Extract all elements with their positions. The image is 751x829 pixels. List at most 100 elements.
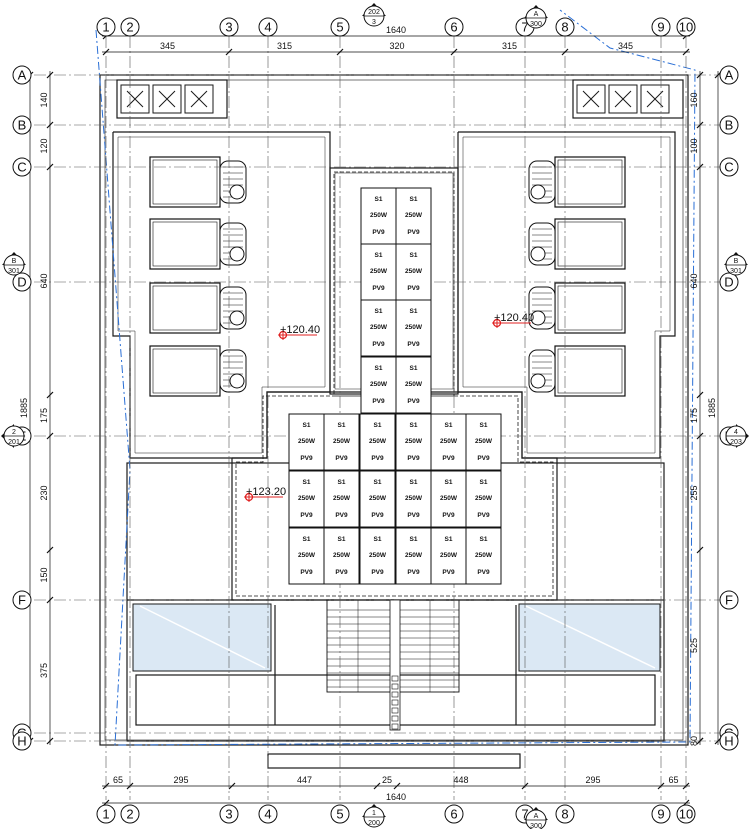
right-seg-dim-tick — [696, 546, 704, 554]
hvac-inner — [152, 221, 218, 267]
bottom-seg-dim-label: 447 — [297, 775, 312, 785]
solar-panel-frame — [359, 470, 396, 528]
solar-panel-frame — [395, 299, 432, 357]
hvac-unit — [528, 345, 626, 397]
section-sheet: 301 — [8, 268, 20, 275]
bubble-circle — [555, 804, 575, 824]
grid-label-col: 1 — [102, 20, 109, 35]
section-number: 1 — [372, 810, 376, 817]
grid-bubble-col-4: 4 — [258, 804, 278, 824]
level-marker: +120.40 — [278, 324, 320, 340]
solar-panel-type: PV9 — [407, 285, 420, 292]
grid-label-row: H — [17, 734, 26, 749]
section-sheet: 200 — [368, 820, 380, 827]
solar-panel-code: S1 — [445, 422, 453, 429]
grid-bubble-row-D: D — [12, 272, 32, 292]
hvac-body — [149, 218, 221, 270]
hvac-inner — [557, 285, 623, 331]
right-seg-dim-label: 525 — [689, 638, 699, 653]
solar-panel-type: PV9 — [407, 455, 420, 462]
bubble-circle — [258, 804, 278, 824]
level-value: +120.40 — [280, 324, 320, 336]
solar-panel-power: 250W — [333, 495, 351, 502]
solar-panel-power: 250W — [440, 495, 458, 502]
level-markers: +120.40+120.40+123.20 — [244, 312, 534, 502]
bubble-circle — [719, 731, 739, 751]
bottom-seg-dim-label: 65 — [113, 775, 123, 785]
grid-bubble-col-10: 10 — [676, 804, 696, 824]
section-sheet: 203 — [730, 439, 742, 446]
bubble-circle — [12, 272, 32, 292]
solar-panel-power: 250W — [333, 438, 351, 445]
bubble-circle — [330, 17, 350, 37]
grid-label-row: C — [724, 160, 733, 175]
solar-panel-code: S1 — [375, 308, 383, 315]
grid-bubble-col-2: 2 — [120, 17, 140, 37]
solar-panel-type: PV9 — [442, 512, 455, 519]
top-seg-dim-tick — [450, 48, 458, 56]
solar-panel-power: 250W — [440, 438, 458, 445]
grid-bubble-row-H: H — [12, 731, 32, 751]
stair-step-marker — [391, 683, 399, 690]
hvac-body — [554, 156, 626, 208]
solar-panel-type: PV9 — [477, 569, 490, 576]
solar-panel-code: S1 — [480, 536, 488, 543]
bottom-seg-dim-label: 25 — [382, 775, 392, 785]
bubble-circle — [719, 115, 739, 135]
solar-panel-frame — [395, 243, 432, 301]
section-number: 2 — [12, 429, 16, 436]
grid-bubble-col-2: 2 — [120, 804, 140, 824]
right-seg-dim-tick — [696, 121, 704, 129]
bottom-seg-dim-tick — [682, 782, 690, 790]
solar-panel-frame — [359, 527, 396, 585]
section-number: 202 — [368, 9, 380, 16]
solar-panel-type: PV9 — [477, 512, 490, 519]
solar-panel-type: PV9 — [300, 512, 313, 519]
level-value: +123.20 — [246, 486, 286, 498]
grid-bubble-row-H: H — [719, 731, 739, 751]
solar-panel-code: S1 — [303, 479, 311, 486]
solar-panel-code: S1 — [480, 422, 488, 429]
grid-label-col: 5 — [336, 807, 343, 822]
stair-well — [389, 599, 401, 731]
section-sheet: 301 — [730, 268, 742, 275]
bubble-circle — [330, 804, 350, 824]
grid-label-col: 4 — [264, 807, 271, 822]
solar-panel-frame — [288, 413, 325, 471]
solar-panel-type: PV9 — [372, 229, 385, 236]
solar-panel-type: PV9 — [335, 512, 348, 519]
solar-panel-code: S1 — [374, 422, 382, 429]
grid-label-col: 10 — [679, 807, 693, 822]
grid-bubble-col-9: 9 — [651, 17, 671, 37]
bottom-seg-dim-tick — [102, 782, 110, 790]
grid-bubble-col-10: 10 — [676, 17, 696, 37]
grid-bubble-col-1: 1 — [96, 17, 116, 37]
grid-bubble-col-6: 6 — [444, 17, 464, 37]
grid-bubble-row-F: F — [719, 590, 739, 610]
solar-panel-type: PV9 — [371, 455, 384, 462]
solar-panel-code: S1 — [410, 196, 418, 203]
bubble-circle — [96, 17, 116, 37]
section-number: A — [534, 813, 539, 820]
property-boundary — [95, 9, 696, 746]
bottom-seg-dim-tick — [228, 782, 236, 790]
top-seg-dim-label: 345 — [618, 41, 633, 51]
grid-bubble-col-1: 1 — [96, 804, 116, 824]
grid-label-col: 1 — [102, 807, 109, 822]
solar-panel-code: S1 — [410, 422, 418, 429]
solar-panel-code: S1 — [374, 479, 382, 486]
hvac-body — [554, 282, 626, 334]
solar-panel-power: 250W — [405, 552, 423, 559]
grid-bubble-col-6: 6 — [444, 804, 464, 824]
